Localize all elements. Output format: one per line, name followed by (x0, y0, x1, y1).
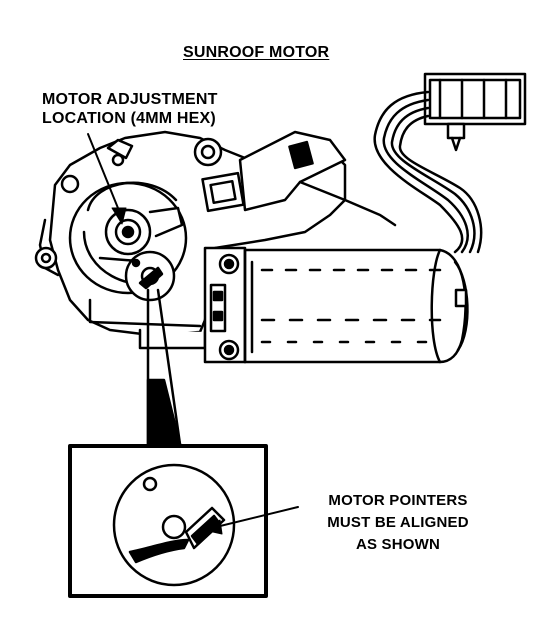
adjustment-label-line2: LOCATION (4MM HEX) (42, 110, 216, 127)
zoom-lines (146, 288, 182, 446)
detail-inset-box (68, 444, 268, 598)
diagram-title: SUNROOF MOTOR (183, 44, 330, 61)
pointers-label-line2: MUST BE ALIGNED (327, 514, 469, 531)
adjustment-label-line1: MOTOR ADJUSTMENT (42, 91, 218, 108)
adjustment-arrow (87, 133, 127, 225)
pointer-arrow (203, 506, 299, 535)
pointers-label-line1: MOTOR POINTERS (328, 492, 468, 509)
pointers-label-line3: AS SHOWN (355, 536, 441, 553)
motor-can (203, 246, 469, 364)
pointer-disc-small (124, 250, 176, 302)
wire-harness (373, 90, 483, 254)
motor-bracket (201, 130, 397, 227)
wire-connector (423, 72, 527, 152)
